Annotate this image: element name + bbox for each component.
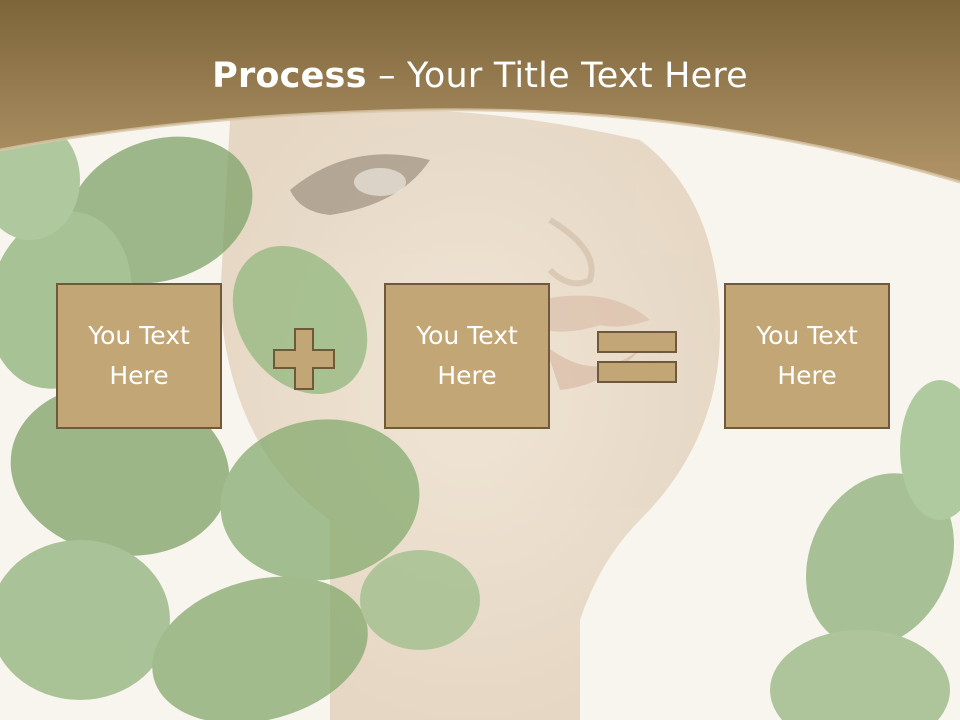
equals-icon bbox=[597, 331, 677, 383]
process-box-1-text: You Text Here bbox=[88, 321, 190, 390]
plus-icon bbox=[273, 328, 335, 390]
slide-title: Process – Your Title Text Here bbox=[0, 52, 960, 100]
process-box-1: You Text Here bbox=[56, 283, 222, 429]
process-box-2-text: You Text Here bbox=[416, 321, 518, 390]
title-bold: Process bbox=[212, 56, 367, 96]
title-rest: – Your Title Text Here bbox=[366, 56, 748, 96]
header-band bbox=[0, 0, 960, 182]
leaves-right bbox=[770, 380, 960, 720]
process-box-3-text: You Text Here bbox=[756, 321, 858, 390]
process-box-3: You Text Here bbox=[724, 283, 890, 429]
process-box-2: You Text Here bbox=[384, 283, 550, 429]
